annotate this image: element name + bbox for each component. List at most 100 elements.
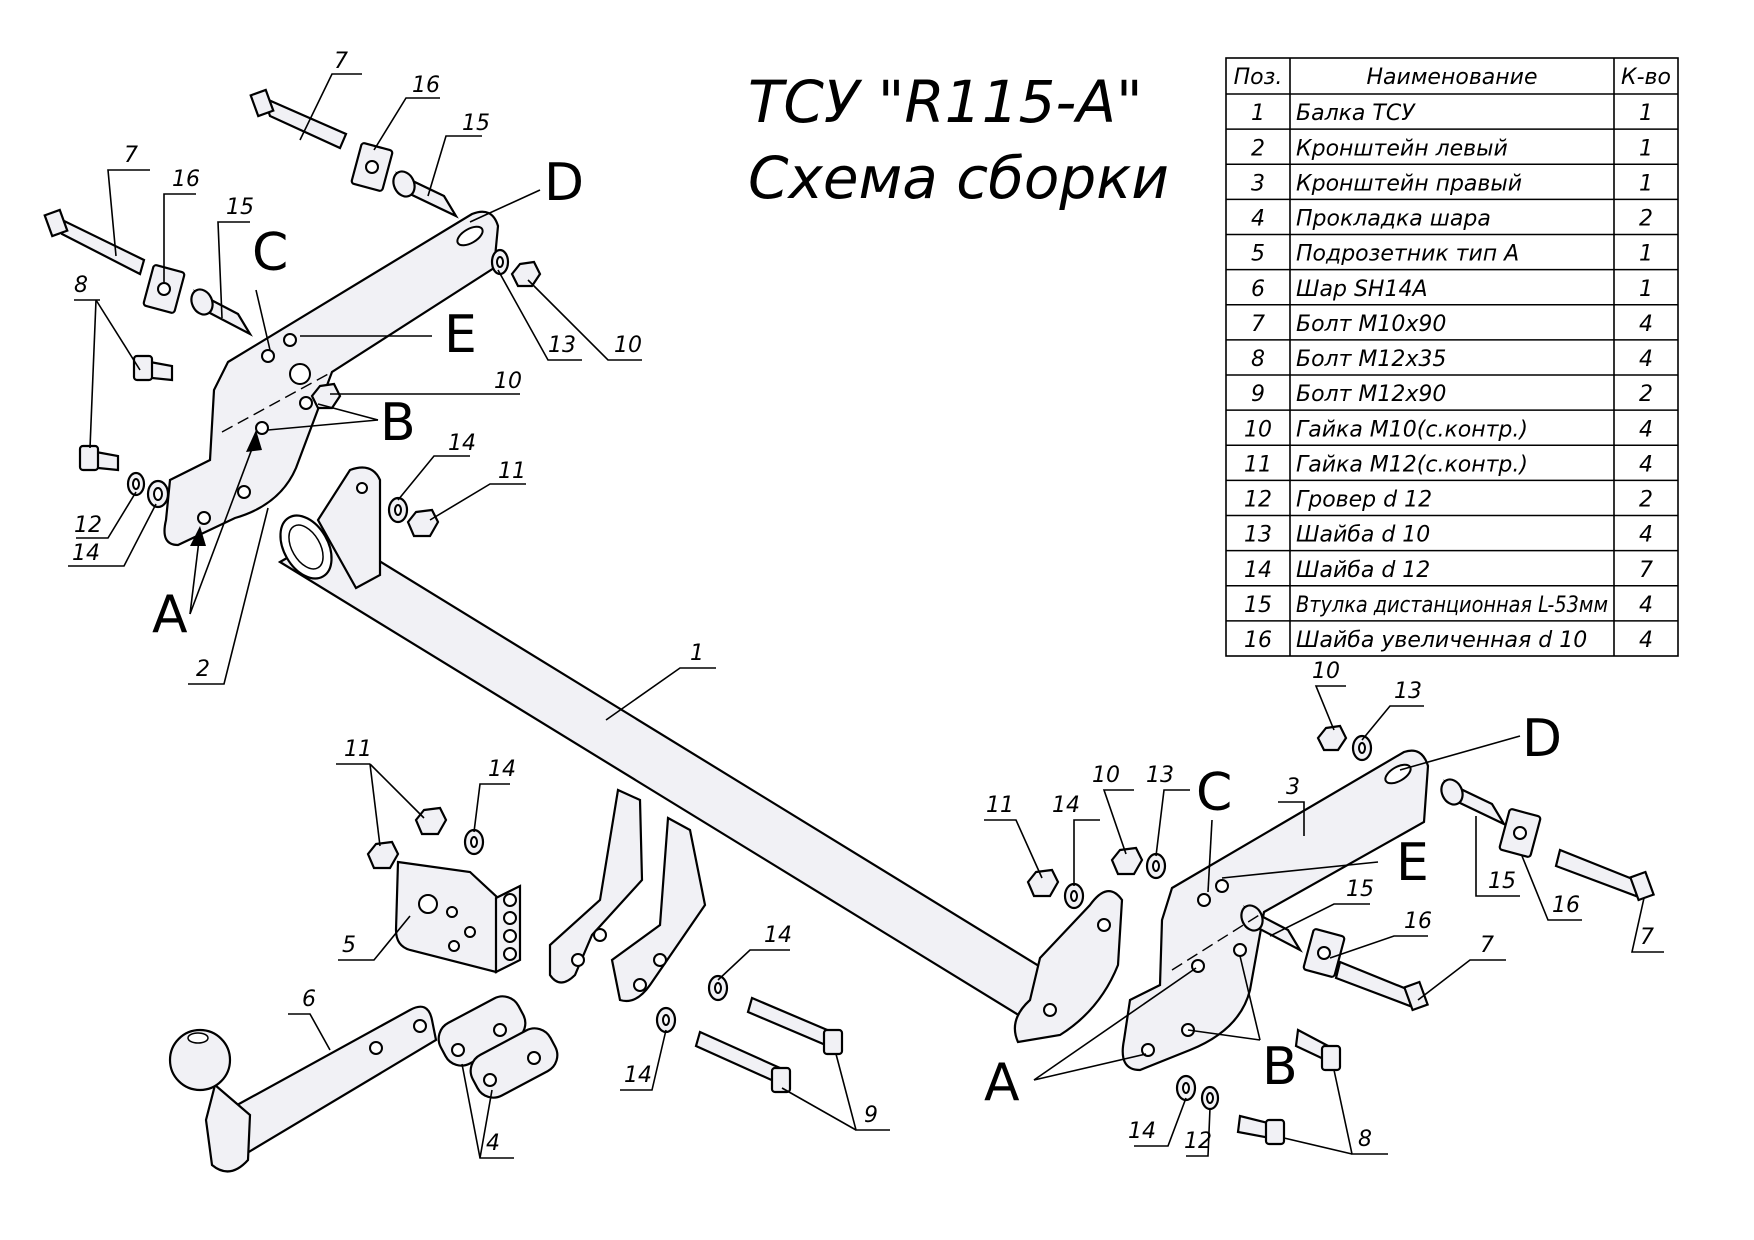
bolt-8-right-2	[1236, 1114, 1286, 1146]
title-line-1: ТСУ "R115-A"	[748, 68, 1143, 136]
callout-7: 7	[1640, 925, 1654, 950]
callout-7: 7	[334, 49, 348, 74]
callout-numbers: 7 16 15 7 16 15 8 12 14 13 10 10 14 11 2…	[72, 49, 1654, 1156]
callout-10: 10	[614, 333, 642, 358]
row-name: Шар SH14A	[1296, 277, 1428, 302]
row-name: Шайба d 12	[1296, 558, 1430, 583]
washer-16-right-1	[1498, 808, 1542, 858]
callout-10: 10	[1092, 763, 1120, 788]
washer-16-upper	[350, 142, 394, 192]
sleeve-15-right-2	[1240, 904, 1303, 953]
callout-15: 15	[1346, 877, 1374, 902]
point-c-right: C	[1196, 763, 1232, 823]
row-qty: 1	[1639, 171, 1653, 196]
point-b-left: B	[380, 393, 416, 453]
beam-tube	[277, 514, 1081, 1024]
row-pos: 4	[1251, 207, 1265, 232]
row-pos: 8	[1251, 347, 1265, 372]
callout-14: 14	[72, 541, 100, 566]
row-qty: 4	[1639, 523, 1653, 548]
callout-4: 4	[486, 1131, 500, 1156]
washer-16-left	[142, 264, 186, 314]
row-qty: 1	[1639, 242, 1653, 267]
callout-13: 13	[1394, 679, 1422, 704]
bolt-7-right-2	[1334, 960, 1430, 1012]
point-letters: A B C D E A B C D E	[152, 153, 1562, 1113]
bolt-9-lower	[694, 1030, 792, 1094]
table-row: 16 Шайба увеличенная d 10 4	[1244, 628, 1653, 653]
row-pos: 9	[1251, 382, 1265, 407]
row-pos: 15	[1244, 593, 1272, 618]
callout-8: 8	[74, 273, 88, 298]
callout-15: 15	[226, 195, 254, 220]
bolt-9-upper	[746, 996, 844, 1056]
row-pos: 5	[1251, 242, 1265, 267]
row-qty: 4	[1639, 417, 1653, 442]
row-qty: 1	[1639, 101, 1653, 126]
callout-16: 16	[1404, 909, 1432, 934]
row-name: Гайка М12(с.контр.)	[1296, 452, 1528, 477]
bolt-7-right-1	[1554, 848, 1656, 902]
callout-10: 10	[494, 369, 522, 394]
callout-14: 14	[448, 431, 476, 456]
callout-14: 14	[1052, 793, 1080, 818]
point-b-right: B	[1262, 1037, 1298, 1097]
row-qty: 4	[1639, 593, 1653, 618]
row-name: Шайба увеличенная d 10	[1296, 628, 1587, 653]
socket-plate	[394, 860, 522, 974]
point-c-left: C	[252, 223, 288, 283]
row-name: Гайка М10(с.контр.)	[1296, 417, 1528, 442]
row-pos: 7	[1251, 312, 1265, 337]
callout-14: 14	[624, 1063, 652, 1088]
callout-13: 13	[1146, 763, 1174, 788]
row-qty: 4	[1639, 347, 1653, 372]
callout-7: 7	[1480, 933, 1494, 958]
row-qty: 4	[1639, 628, 1653, 653]
row-name: Кронштейн левый	[1296, 136, 1508, 161]
point-d-left: D	[544, 153, 584, 213]
callout-8: 8	[1358, 1127, 1372, 1152]
callout-9: 9	[864, 1103, 878, 1128]
ball-spacers	[437, 995, 559, 1099]
assembly-axes	[221, 371, 1265, 971]
point-a-right: A	[984, 1053, 1020, 1113]
row-name: Шайба d 10	[1296, 523, 1430, 548]
arrow-head-icon	[190, 526, 206, 546]
callout-1: 1	[690, 641, 704, 666]
row-qty: 7	[1639, 558, 1653, 583]
bolt-7-upper	[249, 88, 348, 150]
callout-14: 14	[488, 757, 516, 782]
nuts-and-washers	[126, 248, 1373, 1111]
callout-16: 16	[172, 167, 200, 192]
title-line-2: Схема сборки	[748, 144, 1169, 212]
row-qty: 1	[1639, 136, 1653, 161]
point-e-left: E	[444, 305, 477, 365]
callout-16: 16	[412, 73, 440, 98]
callout-12: 12	[74, 513, 102, 538]
washer-16-right-2	[1302, 928, 1346, 978]
point-a-left: A	[152, 585, 188, 645]
row-pos: 14	[1244, 558, 1272, 583]
row-pos: 16	[1244, 628, 1272, 653]
right-bracket	[1121, 749, 1430, 1072]
callout-11: 11	[498, 459, 526, 484]
callout-7: 7	[124, 143, 138, 168]
row-qty: 2	[1639, 207, 1653, 232]
callout-15: 15	[1488, 869, 1516, 894]
callout-6: 6	[302, 987, 316, 1012]
row-name: Балка ТСУ	[1296, 101, 1416, 126]
row-name: Болт М10х90	[1296, 312, 1446, 337]
callout-2: 2	[196, 657, 210, 682]
callout-14: 14	[1128, 1119, 1156, 1144]
